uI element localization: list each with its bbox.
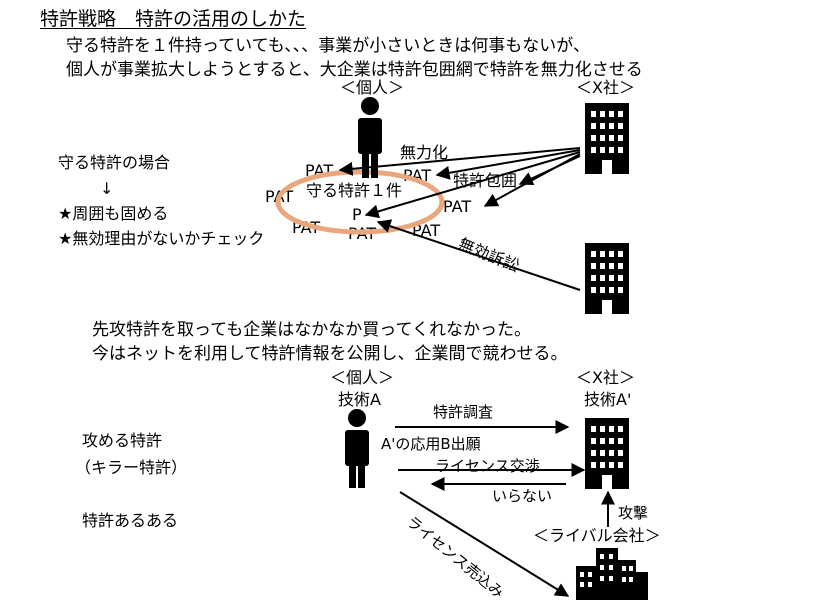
arrow-encircle [366,152,580,215]
arrow-invalidation [378,222,580,290]
rival-company-icon [576,548,648,600]
person-icon [345,409,369,488]
arrow-sell [400,492,568,596]
building-icon [585,418,629,489]
building-icon [585,243,629,314]
building-icon [585,103,629,174]
patent-fence-ellipse [278,172,442,232]
